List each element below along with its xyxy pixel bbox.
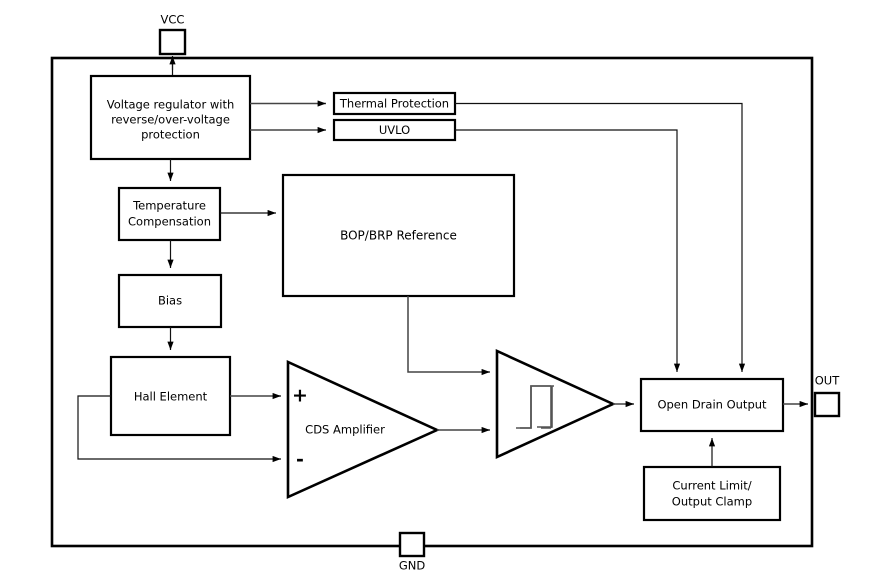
- temperature-compensation-block[interactable]: [117, 186, 222, 242]
- thermal-protection-label: Thermal Protection: [339, 97, 449, 111]
- cds-amplifier-symbol[interactable]: [286, 359, 441, 500]
- bias-block[interactable]: [117, 273, 223, 329]
- voltage-regulator-label-line2: reverse/over-voltage: [111, 113, 230, 127]
- bop-brp-reference-block[interactable]: [281, 173, 516, 298]
- current-limit-label-line1: Current Limit/: [672, 479, 751, 493]
- vcc-pin[interactable]: [158, 28, 187, 56]
- current-limit-label-line2: Output Clamp: [672, 495, 752, 509]
- voltage-regulator-label-line3: protection: [141, 128, 200, 142]
- bias-label: Bias: [158, 294, 182, 308]
- vcc-pin-label: VCC: [161, 13, 185, 27]
- cds-amplifier-plus-input-label: +: [292, 385, 308, 407]
- wire-uvlo-to-output: [455, 129, 681, 373]
- cds-amplifier-minus-input-label: -: [296, 449, 304, 471]
- current-limit-output-clamp-block[interactable]: [642, 465, 782, 522]
- out-pin-label: OUT: [815, 374, 840, 388]
- temperature-compensation-label-line1: Temperature: [132, 199, 206, 213]
- hysteresis-icon-outline: [520, 385, 554, 429]
- wire-hall-to-cds-minus: [77, 395, 282, 463]
- wire-thermal-to-output: [455, 102, 746, 373]
- temperature-compensation-label-line2: Compensation: [128, 215, 211, 229]
- hall-element-label: Hall Element: [134, 390, 208, 404]
- ic-outline: [50, 56, 814, 548]
- out-pin[interactable]: [813, 391, 841, 418]
- schmitt-comparator-symbol[interactable]: [495, 348, 617, 460]
- hall-element-block[interactable]: [109, 355, 232, 437]
- uvlo-label: UVLO: [379, 123, 410, 137]
- voltage-regulator-label-line1: Voltage regulator with: [107, 98, 235, 112]
- bop-brp-reference-label: BOP/BRP Reference: [340, 229, 457, 243]
- gnd-pin[interactable]: [398, 531, 426, 558]
- voltage-regulator-block[interactable]: [89, 74, 252, 161]
- open-drain-output-label: Open Drain Output: [657, 398, 767, 412]
- gnd-pin-label: GND: [399, 559, 426, 573]
- cds-amplifier-label: CDS Amplifier: [305, 423, 385, 437]
- open-drain-output-block[interactable]: [639, 377, 785, 433]
- wire-bopbrp-to-comparator: [407, 296, 491, 376]
